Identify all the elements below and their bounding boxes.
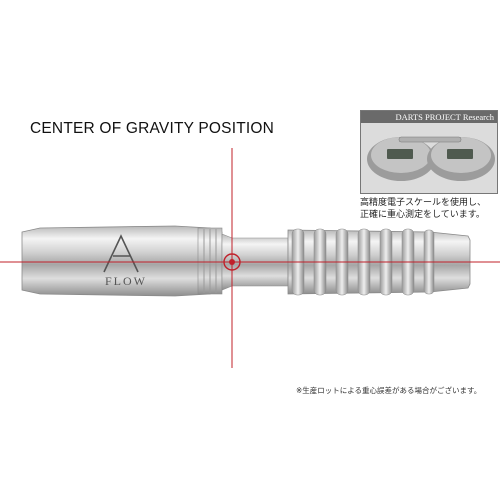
flow-logo-text: FLOW <box>105 274 147 288</box>
dart-barrel <box>21 225 471 297</box>
center-of-gravity-crosshair <box>0 148 500 368</box>
research-label: DARTS PROJECT Research <box>395 112 495 122</box>
research-caption: 高精度電子スケールを使用し、 正確に重心測定をしています。 <box>360 197 487 219</box>
research-inset-photo: DARTS PROJECT Research <box>360 110 498 194</box>
electronic-scale-image <box>361 111 497 193</box>
flow-logo-mark <box>103 234 139 273</box>
page-heading: CENTER OF GRAVITY POSITION <box>30 120 275 137</box>
gravity-tolerance-note: ※生産ロットによる重心誤差がある場合がございます。 <box>296 386 482 395</box>
